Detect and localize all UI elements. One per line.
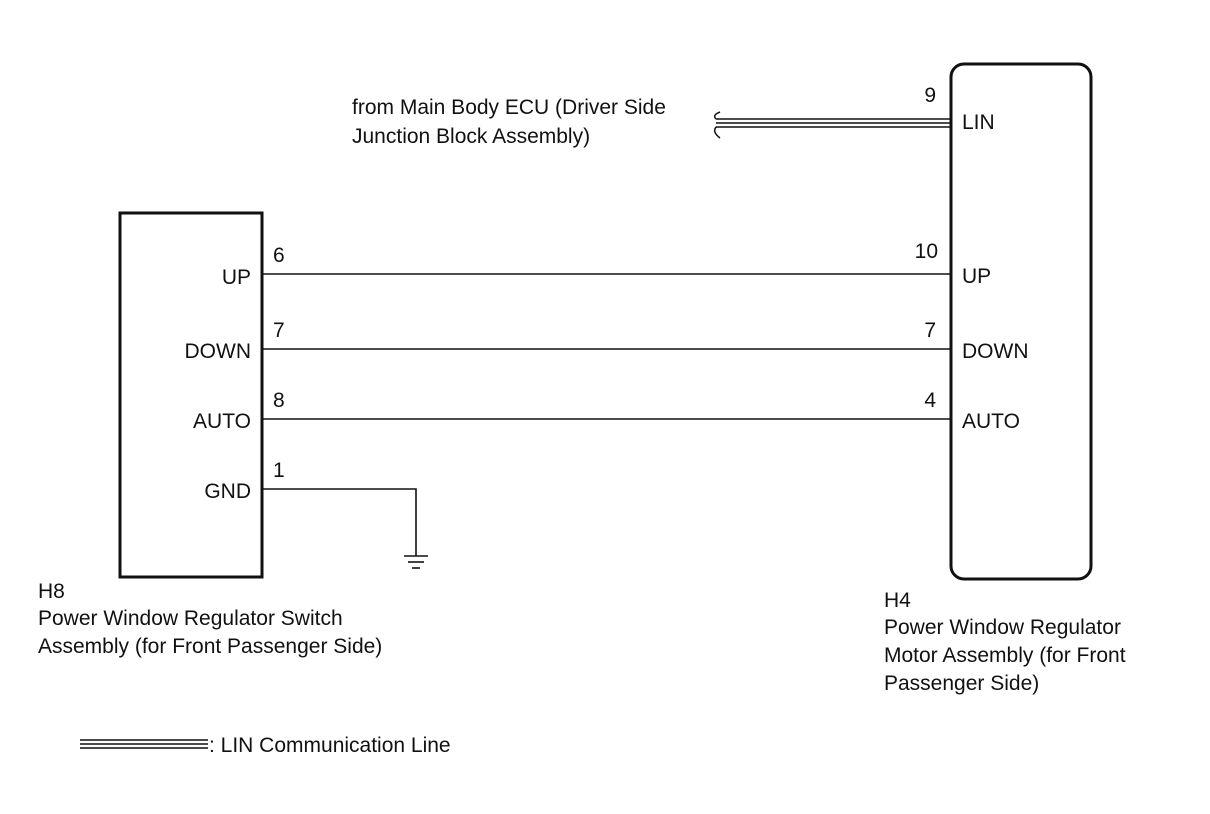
switch-pin-label-up: UP [222, 266, 251, 289]
switch-pin-number-up: 6 [273, 244, 285, 267]
switch-pin-label-down: DOWN [185, 340, 252, 363]
switch-pin-label-gnd: GND [204, 480, 251, 503]
motor-pin-number-auto: 4 [924, 389, 936, 412]
motor-pin-label-auto: AUTO [962, 410, 1020, 433]
switch-assembly-box [118, 211, 264, 579]
motor-connector-code: H4 [884, 589, 911, 612]
ground-icon [404, 555, 428, 569]
switch-pin-number-auto: 8 [273, 389, 285, 412]
switch-pin-number-gnd: 1 [273, 459, 285, 482]
motor-pin-number-down: 7 [924, 319, 936, 342]
motor-pin-number-lin: 9 [924, 84, 936, 107]
motor-name-line3: Passenger Side) [884, 672, 1039, 695]
motor-pin-label-down: DOWN [962, 340, 1029, 363]
legend-text: : LIN Communication Line [209, 734, 451, 757]
motor-assembly-box [949, 62, 1093, 581]
lin-communication-line [713, 111, 951, 139]
switch-name-line1: Power Window Regulator Switch [38, 607, 343, 630]
motor-name-line2: Motor Assembly (for Front [884, 644, 1126, 667]
motor-pin-label-up: UP [962, 265, 991, 288]
wire-gnd [262, 488, 417, 556]
motor-pin-label-lin: LIN [962, 111, 995, 134]
switch-pin-label-auto: AUTO [193, 410, 251, 433]
switch-name-line2: Assembly (for Front Passenger Side) [38, 635, 382, 658]
lin-source-label-line2: Junction Block Assembly) [352, 125, 590, 148]
switch-pin-number-down: 7 [273, 319, 285, 342]
motor-pin-number-up: 10 [915, 240, 938, 263]
lin-source-label-line1: from Main Body ECU (Driver Side [352, 96, 666, 119]
legend-lin-line-icon [80, 739, 208, 749]
motor-name-line1: Power Window Regulator [884, 616, 1121, 639]
switch-connector-code: H8 [38, 580, 65, 603]
